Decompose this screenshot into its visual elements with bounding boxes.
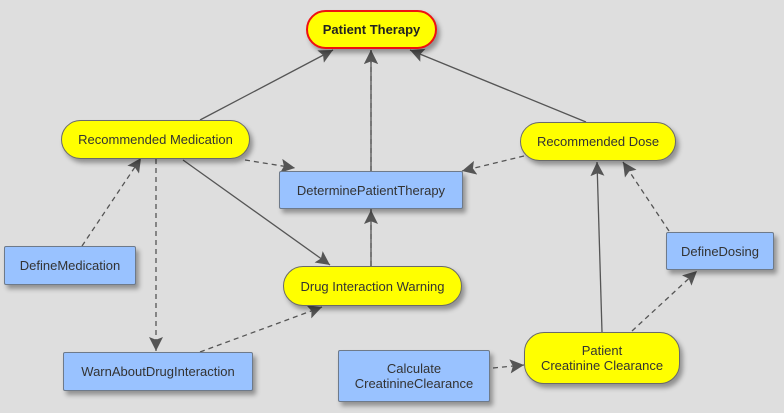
node-define-medication[interactable]: DefineMedication [4,246,136,285]
edge-recommended-medication-to-drug-interaction-warning [182,159,331,266]
edge-recommended-dose-to-determine-patient-therapy [461,155,525,175]
edge-patient-creatinine-clearance-to-recommended-dose [590,161,605,333]
edge-recommended-medication-to-patient-therapy [199,49,334,121]
node-define-dosing[interactable]: DefineDosing [666,232,774,270]
node-recommended-dose[interactable]: Recommended Dose [520,122,676,161]
node-calculate-creatinine-clearance[interactable]: Calculate CreatinineClearance [338,350,490,402]
edge-define-dosing-to-recommended-dose [622,161,670,232]
edge-calculate-creatinine-clearance-to-patient-creatinine-clearance [492,359,525,374]
edge-patient-creatinine-clearance-to-define-dosing [631,270,698,332]
edge-define-medication-to-recommended-medication [81,157,142,247]
edge-warn-about-drug-interaction-to-drug-interaction-warning [199,305,323,353]
node-warn-about-drug-interaction[interactable]: WarnAboutDrugInteraction [63,352,253,391]
node-drug-interaction-warning[interactable]: Drug Interaction Warning [283,266,462,306]
edge-recommended-medication-to-determine-patient-therapy [244,158,296,173]
node-patient-creatinine-clearance[interactable]: Patient Creatinine Clearance [524,332,680,384]
node-recommended-medication[interactable]: Recommended Medication [61,120,250,159]
edge-recommended-dose-to-patient-therapy [409,48,587,123]
node-patient-therapy[interactable]: Patient Therapy [306,10,437,49]
node-determine-patient-therapy[interactable]: DeterminePatientTherapy [279,171,463,209]
